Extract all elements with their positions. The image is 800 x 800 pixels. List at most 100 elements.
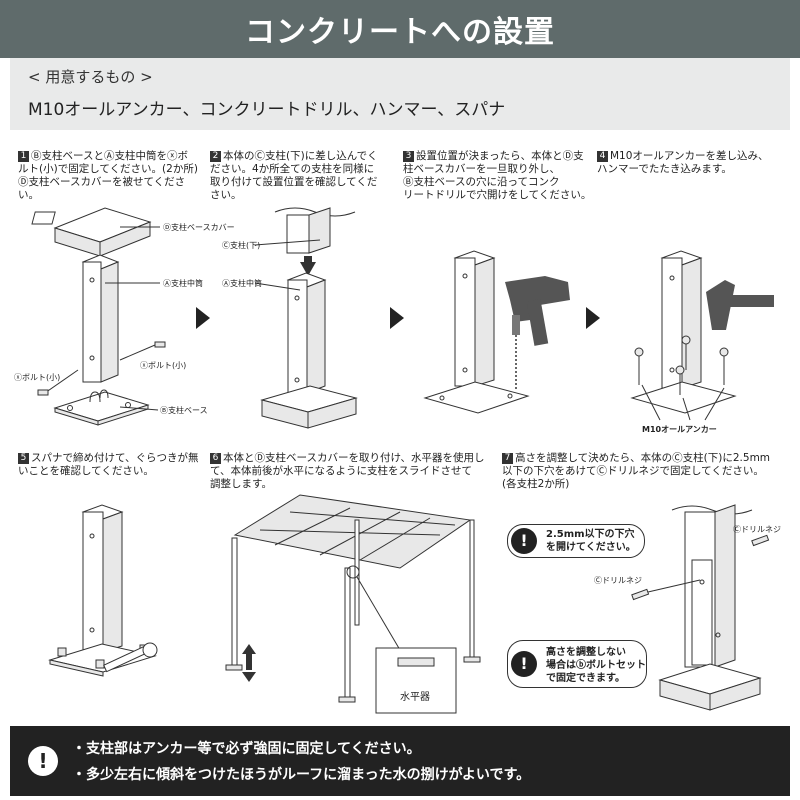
step-line: リートドリルで穴開けをしてください。 <box>403 189 592 201</box>
base-cover <box>260 385 358 413</box>
level-icon <box>397 657 435 667</box>
anchor-icon <box>634 335 729 395</box>
step-number: 5 <box>18 453 29 464</box>
callout-bolt-set: 高さを調整しない 場合はⓑボルトセット で固定できます。 <box>507 640 647 688</box>
middle-tube-top <box>81 254 120 270</box>
label-middle-tube: Ⓐ支柱中筒 <box>163 279 203 288</box>
step-line: 本体とⒹ支柱ベースカバーを取り付け、水平器を使用し <box>223 452 485 464</box>
label-drill-screw-2: Ⓒドリルネジ <box>594 576 642 585</box>
step-line: 柱ベースカバーを一旦取り外し、 <box>403 163 560 175</box>
pole <box>344 567 351 699</box>
pole-lower-front <box>286 214 310 254</box>
next-step-arrow <box>196 307 210 329</box>
step-line: 取り付けて設置位置を確認してくだ <box>210 176 378 188</box>
label-level: 水平器 <box>400 692 430 703</box>
middle-tube-front <box>82 511 104 653</box>
step-line: 調整します。 <box>210 478 272 490</box>
middle-tube-front <box>287 279 308 394</box>
middle-tube-front <box>82 261 102 383</box>
step-number: 6 <box>210 453 221 464</box>
drill-icon <box>505 276 570 390</box>
base-plate <box>48 643 157 673</box>
step-line: さい。 <box>210 189 242 201</box>
label-pole-lower: Ⓒ支柱(下) <box>222 241 261 250</box>
tools-list: M10オールアンカー、コンクリートドリル、ハンマー、スパナ <box>28 100 506 120</box>
step-line: 高さを調整して決めたら、本体のⒸ支柱(下)に2.5mm <box>515 452 771 464</box>
callout-line: 高さを調整しない <box>546 647 626 658</box>
base-plate <box>53 391 150 422</box>
break-line <box>274 207 356 217</box>
label-base-cover: Ⓓ支柱ベースカバー <box>163 223 235 232</box>
note-line-2: ・多少左右に傾斜をつけたほうがルーフに溜まった水の捌けがよいです。 <box>72 767 531 783</box>
step-line: いことを確認してください。 <box>18 465 154 477</box>
step-line: 設置位置が決まったら、本体とⒹ支 <box>416 150 584 162</box>
step-number: 1 <box>18 151 29 162</box>
label-middle-tube-2: Ⓐ支柱中筒 <box>222 279 262 288</box>
step-line: スパナで締め付けて、ぐらつきが無 <box>31 452 199 464</box>
step-number: 2 <box>210 151 221 162</box>
label-anchor: M10オールアンカー <box>642 425 717 434</box>
base-cover-side <box>99 221 151 257</box>
step-line: Ⓓ支柱ベースカバーを被せてくださ <box>18 176 186 188</box>
step-line: 以下の下穴をあけてⒸドリルネジで固定してください。 <box>502 465 764 477</box>
down-arrow-icon <box>300 262 316 276</box>
tools-heading: < 用意するもの > <box>28 68 153 86</box>
callout-line: 場合はⓑボルトセット <box>546 660 646 671</box>
callout-line: 2.5mm以下の下穴 <box>546 529 635 540</box>
tools-panel: < 用意するもの > M10オールアンカー、コンクリートドリル、ハンマー、スパナ <box>10 58 790 130</box>
step-line: い。 <box>18 189 39 201</box>
callout-line: を開けてください。 <box>546 542 636 553</box>
pole-lower-front <box>684 511 716 668</box>
wrench-icon <box>103 642 158 673</box>
step-number: 4 <box>597 151 608 162</box>
step-line: ハンマーでたたき込みます。 <box>597 163 732 175</box>
base-cover-front <box>54 227 101 257</box>
base-cover-top <box>53 207 152 243</box>
step-line: て、本体前後が水平になるように支柱をスライドさせて <box>210 465 472 477</box>
up-down-arrow-icon <box>242 644 256 682</box>
step-line: ルト(小)で固定してください。(2か所) <box>18 163 198 175</box>
step-line: ださい。4か所全ての支柱を同様に <box>210 163 375 175</box>
drill-screw-icon <box>631 534 770 601</box>
label-bolt-small-left: ⓧボルト(小) <box>14 373 61 382</box>
pole <box>231 537 238 669</box>
level-inset <box>375 647 457 714</box>
step-line: 本体のⒸ支柱(下)に差し込んでく <box>223 150 378 162</box>
step-number: 7 <box>502 453 513 464</box>
label-drill-screw-1: Ⓒドリルネジ <box>733 525 781 534</box>
callout-line: で固定できます。 <box>546 673 625 684</box>
middle-tube-side <box>100 261 119 383</box>
step-line: Ⓑ支柱ベースとⒶ支柱中筒をⓧボ <box>31 150 188 162</box>
page-title: コンクリートへの設置 <box>0 0 800 58</box>
base-plate <box>630 381 737 414</box>
bolt-right <box>154 341 166 348</box>
next-step-arrow <box>586 307 600 329</box>
warning-icon: ! <box>28 746 58 776</box>
step-line: M10オールアンカーを差し込み、 <box>610 150 769 162</box>
pole-lower-side <box>308 207 331 254</box>
step-line: Ⓑ支柱ベースの穴に沿ってコンク <box>403 176 560 188</box>
bolt-left <box>37 389 49 396</box>
step-line: (各支柱2か所) <box>502 478 570 490</box>
roof-panel <box>233 494 472 569</box>
note-line-1: ・支柱部はアンカー等で必ず強固に固定してください。 <box>72 741 421 757</box>
notes-panel: ! ・支柱部はアンカー等で必ず強固に固定してください。 ・多少左右に傾斜をつけた… <box>10 726 790 796</box>
hammer-icon <box>706 280 774 330</box>
label-base: Ⓑ支柱ベース <box>160 406 208 415</box>
middle-tube-front <box>661 257 683 389</box>
label-bolt-small-right: ⓧボルト(小) <box>140 361 187 370</box>
warning-icon: ! <box>511 528 537 554</box>
next-step-arrow <box>390 307 404 329</box>
warning-icon: ! <box>511 651 537 677</box>
pergola-frame <box>225 494 481 703</box>
base-plate <box>423 381 530 414</box>
step-number: 3 <box>403 151 414 162</box>
middle-tube-front <box>454 257 476 387</box>
